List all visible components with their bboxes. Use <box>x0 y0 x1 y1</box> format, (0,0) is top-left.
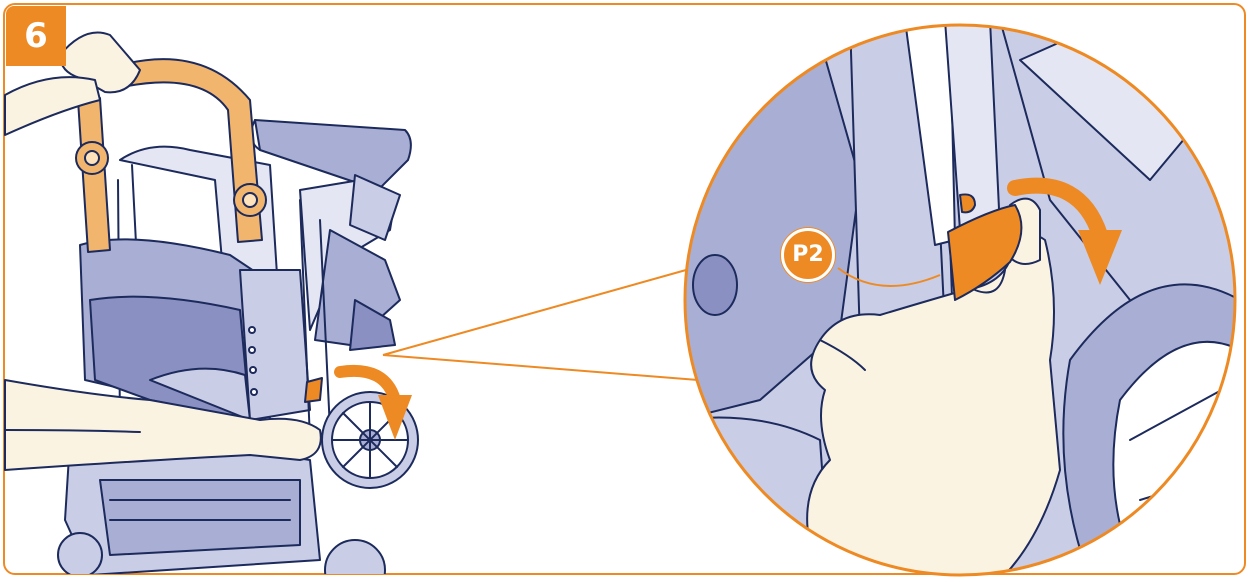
rotate-arrow-zoom-icon <box>1007 177 1122 285</box>
magnifier-circle <box>683 23 1237 577</box>
p2-callout: P2 <box>781 228 835 282</box>
p2-leader-line <box>837 267 941 287</box>
rotate-arrow-icon <box>334 364 412 440</box>
instruction-frame <box>3 3 1246 575</box>
step-number: 6 <box>24 16 48 56</box>
zoom-leader-lines <box>382 269 699 381</box>
p2-label: P2 <box>792 242 824 267</box>
stroller-illustration <box>4 31 419 574</box>
step-number-badge: 6 <box>6 6 66 66</box>
